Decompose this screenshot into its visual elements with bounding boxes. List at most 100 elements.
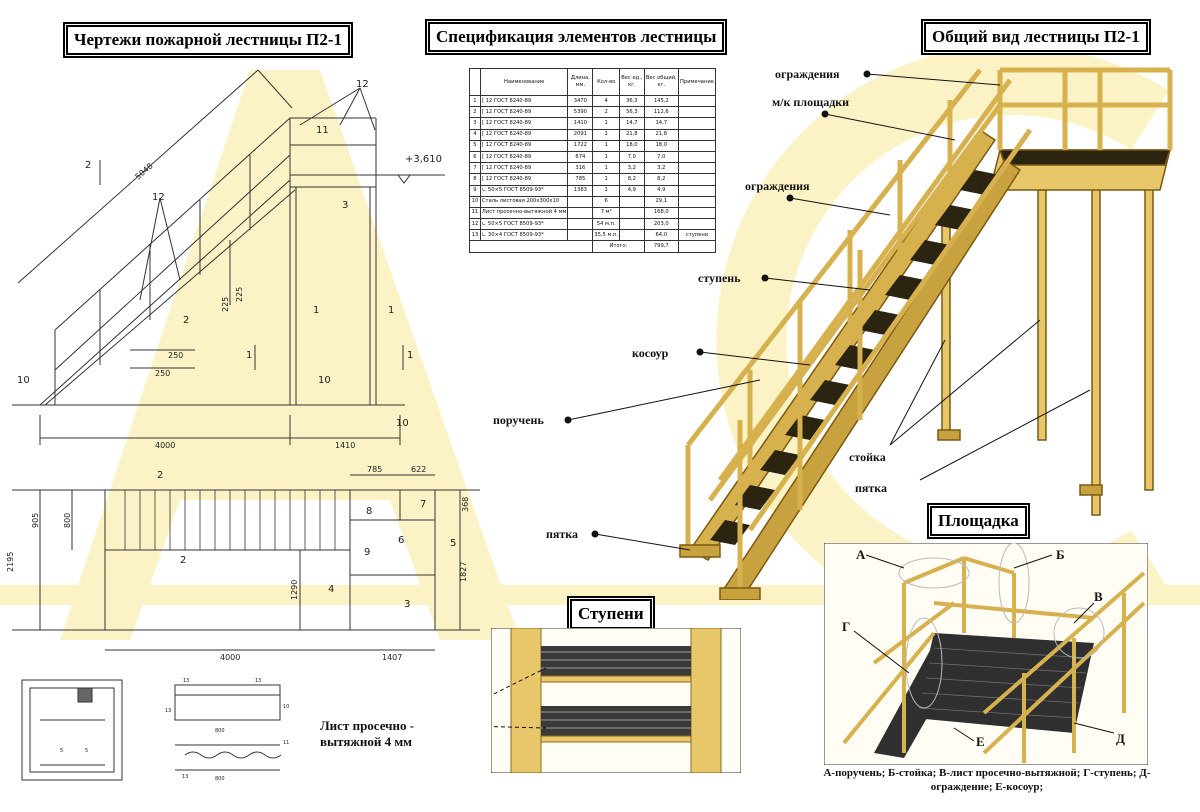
elevation-mark: +3,610	[405, 154, 442, 165]
detail-dim-13b: 13	[255, 678, 261, 684]
plan-callout-5: 5	[450, 538, 456, 549]
detail-dim-5a: 5	[60, 748, 63, 754]
spec-cell: [ 12 ГОСТ 8240-89	[479, 117, 569, 130]
spec-total-label: Итого:	[592, 240, 645, 253]
plan-callout-8: 8	[366, 506, 372, 517]
platform-letter-b: Б	[1056, 547, 1065, 562]
spec-cell: ∟ 30×4 ГОСТ 8509-93*	[479, 229, 569, 242]
spec-cell	[677, 173, 717, 186]
spec-header: Вес общий, кг.	[643, 68, 679, 96]
detail-dim-13d: 13	[182, 774, 188, 780]
spec-cell: [ 12 ГОСТ 8240-89	[479, 162, 569, 175]
spec-row: 12∟ 50×5 ГОСТ 8509-93*54 м.п.203,0	[469, 218, 717, 231]
spec-table: Наименование Длина, мм. Кол-во Вес ед., …	[468, 68, 717, 253]
callout-2a: 2	[85, 160, 91, 171]
spec-cell: 1	[592, 128, 621, 141]
label-post: стойка	[849, 450, 886, 464]
spec-cell: 785	[567, 173, 594, 186]
callout-1b: 1	[388, 305, 394, 316]
detail-dim-13a: 13	[183, 678, 189, 684]
dim-riser-b: 225	[221, 297, 230, 312]
detail-dim-5b: 5	[85, 748, 88, 754]
dim-platform: 1410	[335, 441, 355, 450]
callout-1c: 1	[246, 350, 252, 361]
dim-1827: 1827	[459, 562, 468, 582]
spec-cell: Сталь листовая 200х300х10	[479, 195, 569, 208]
spec-header: Вес ед., кг.	[619, 68, 645, 96]
plan-callout-2a: 2	[157, 470, 163, 481]
spec-cell: 29,1	[643, 195, 679, 208]
platform-detail-illustration: А Б В Г Д Е	[824, 543, 1148, 765]
platform-letter-v: В	[1094, 589, 1103, 604]
spec-cell: Лист просечно-вытяжной 4 мм	[479, 206, 569, 220]
spec-cell: 18,0	[619, 139, 645, 152]
dim-905: 905	[31, 513, 40, 528]
spec-cell: [ 12 ГОСТ 8240-89	[479, 139, 569, 152]
label-landing-guard: м/к площадки	[772, 95, 850, 109]
title-spec: Спецификация элементов лестницы	[428, 22, 725, 52]
label-guard-top: ограждения	[775, 67, 840, 81]
spec-cell: [ 12 ГОСТ 8240-89	[479, 94, 569, 108]
dim-1290: 1290	[290, 580, 299, 600]
title-platform: Площадка	[930, 506, 1027, 536]
spec-cell: 316	[567, 162, 594, 175]
dim-base: 4000	[155, 441, 175, 450]
label-step: ступень	[698, 271, 741, 285]
platform-letter-g: Г	[842, 619, 850, 634]
spec-total-row: Итого:799,7	[468, 240, 717, 253]
spec-cell: 64,0	[643, 229, 679, 242]
spec-cell	[567, 218, 594, 231]
spec-cell: 21,8	[619, 128, 645, 141]
spec-cell: 7,0	[619, 150, 645, 164]
plan-callout-2b: 2	[180, 555, 186, 566]
dim-plan-platform: 1407	[382, 653, 402, 662]
spec-cell	[677, 184, 717, 197]
dim-622: 622	[411, 465, 426, 474]
spec-cell: 7 м²	[592, 206, 621, 220]
label-guard-stair: ограждения	[745, 179, 810, 193]
platform-post	[1144, 179, 1154, 491]
spec-cell	[619, 195, 645, 208]
spec-cell: 1410	[567, 117, 594, 130]
plan-callout-3: 3	[404, 599, 410, 610]
detail-dim-11: 11	[283, 740, 289, 746]
callout-11: 11	[316, 125, 329, 136]
spec-header: Кол-во	[592, 68, 621, 96]
spec-cell: 14,7	[643, 117, 679, 130]
spec-cell	[677, 162, 717, 175]
spec-cell	[677, 150, 717, 164]
spec-cell: ∟ 50×5 ГОСТ 8509-93*	[479, 218, 569, 231]
plan-callout-6: 6	[398, 535, 404, 546]
dim-368: 368	[461, 497, 470, 512]
spec-cell: 3,2	[619, 162, 645, 175]
platform-caption: А-поручень; Б-стойка; В-лист просечно-вы…	[823, 767, 1151, 793]
spec-cell: 18,0	[643, 139, 679, 152]
label-stringer: косоур	[632, 346, 669, 360]
spec-cell	[677, 139, 717, 152]
callout-3: 3	[342, 200, 348, 211]
dim-785: 785	[367, 465, 382, 474]
stringer-line	[39, 179, 291, 406]
spec-header: Примечание	[677, 68, 717, 96]
title-steps: Ступени	[570, 599, 652, 629]
spec-cell: 8,2	[643, 173, 679, 186]
spec-header: Наименование	[479, 68, 569, 96]
spec-cell: [ 12 ГОСТ 8240-89	[479, 106, 569, 119]
detail-dim-800a: 800	[215, 728, 225, 734]
plan-callout-9: 9	[364, 547, 370, 558]
technical-drawings: 5048 4000 1410 225 225 250 250 +3,610 12…	[6, 69, 480, 782]
spec-cell	[619, 218, 645, 231]
spec-cell: [ 12 ГОСТ 8240-89	[479, 173, 569, 186]
spec-cell: [ 12 ГОСТ 8240-89	[479, 128, 569, 141]
dim-2195: 2195	[6, 552, 15, 572]
spec-cell: 14,7	[619, 117, 645, 130]
spec-cell: ступени	[677, 229, 717, 242]
spec-cell: 8,2	[619, 173, 645, 186]
